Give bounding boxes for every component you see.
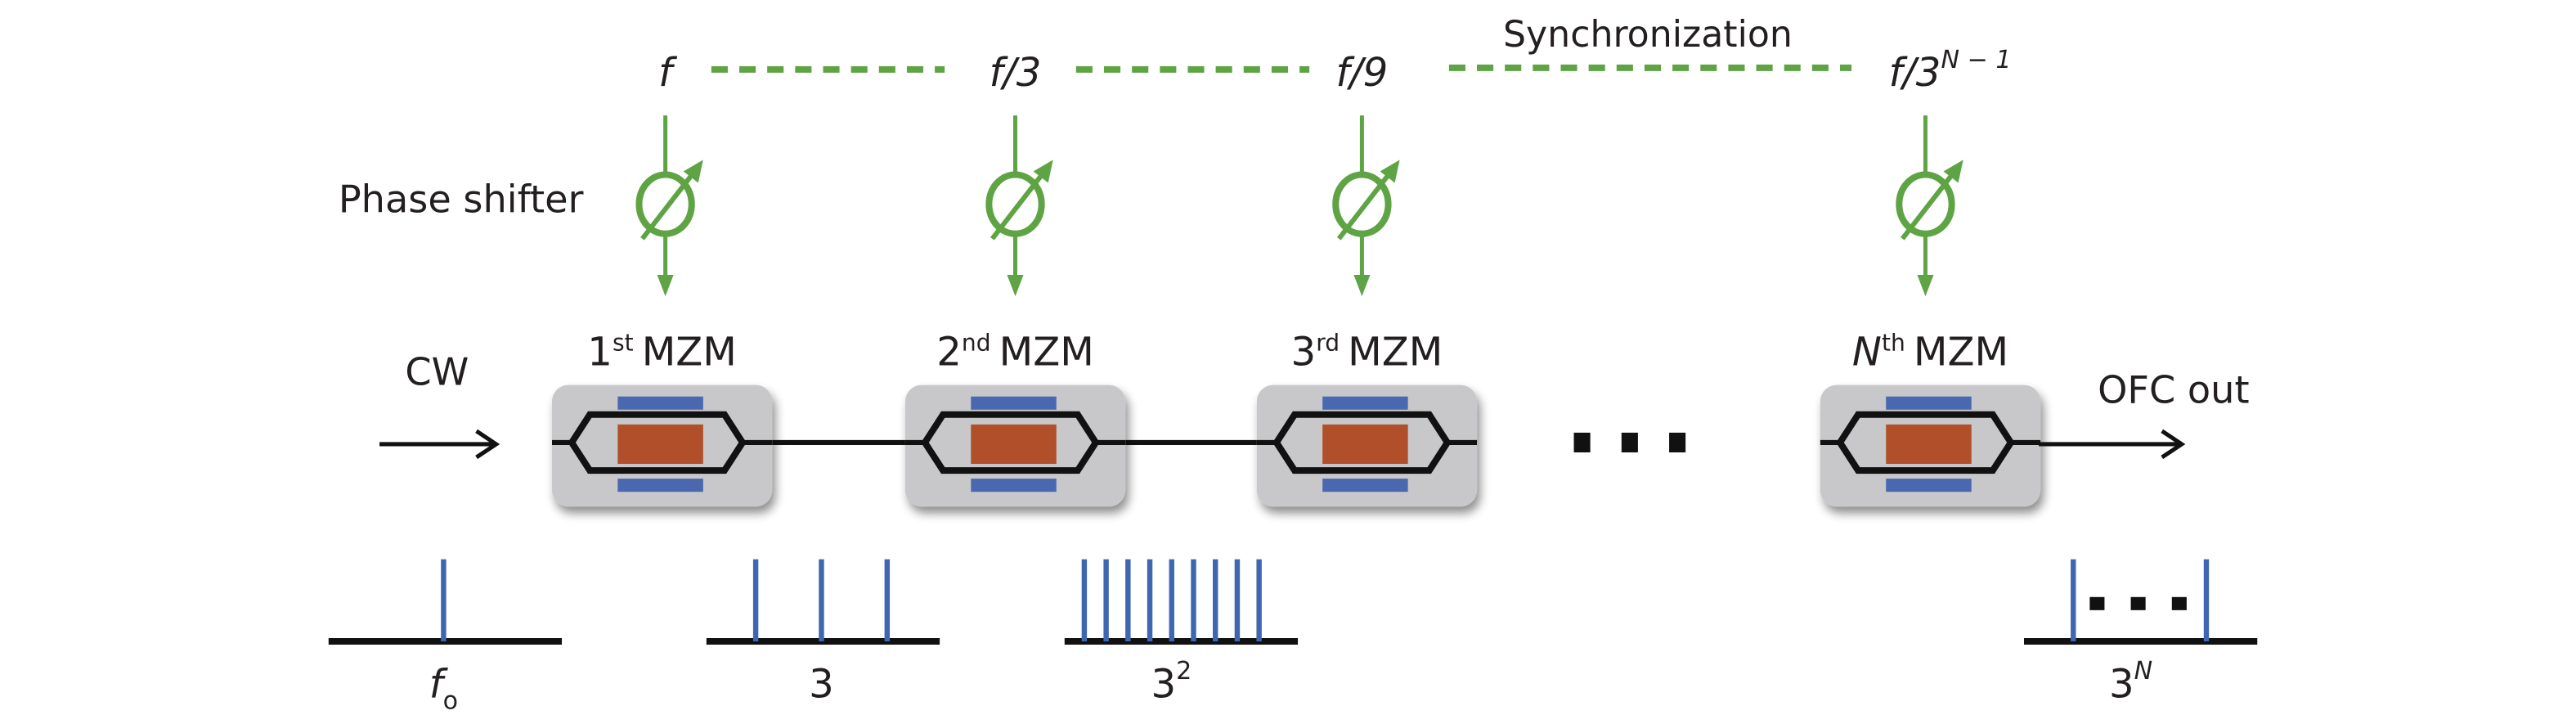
output-arrow-icon xyxy=(2039,429,2186,460)
frequency-label: f/3 xyxy=(990,50,1042,96)
frequency-base: f/3 xyxy=(1889,50,1941,96)
frequency-label: f/3N − 1 xyxy=(1889,46,2012,96)
dot xyxy=(2089,596,2105,610)
mzm-ordinal-suffix: th xyxy=(1882,329,1905,356)
electrode-bottom xyxy=(1886,479,1972,492)
phase-section xyxy=(617,424,703,465)
mzm-name: MZM xyxy=(1914,330,2008,375)
spectrum-label: fo xyxy=(429,661,458,715)
input-arrow-icon xyxy=(379,429,500,460)
mzm-labels: 1st MZM 2nd MZM 3rd MZM Nth MZM xyxy=(587,329,2008,375)
cw-input-label: CW xyxy=(405,350,469,394)
spectrum-label-base: 3 xyxy=(2109,661,2134,707)
synchronization-label: Synchronization xyxy=(1503,14,1793,56)
mzm-ordinal: N xyxy=(1852,330,1882,375)
mzm-modulator xyxy=(1820,384,2041,507)
frequency-label: f xyxy=(658,50,678,96)
dot xyxy=(1621,432,1638,452)
mzm-ordinal-suffix: rd xyxy=(1316,329,1340,356)
mzm-ordinal: 1 xyxy=(587,330,613,375)
phase-section xyxy=(1886,424,1972,465)
spectrum: 32 xyxy=(1064,559,1299,707)
spectrum: 3 xyxy=(706,559,940,707)
spectrum-label: 32 xyxy=(1151,657,1192,707)
frequency-label: f/9 xyxy=(1335,50,1388,96)
frequency-base: f xyxy=(658,50,678,96)
dot xyxy=(2171,596,2187,610)
mzm-label: 3rd MZM xyxy=(1291,329,1443,375)
mzm-name: MZM xyxy=(1348,330,1443,375)
frequency-exponent: N − 1 xyxy=(1941,46,2011,74)
mzm-ordinal: 2 xyxy=(936,330,962,375)
electrode-bottom xyxy=(617,479,703,492)
ellipsis-dots xyxy=(1573,432,1686,452)
ofc-out-label: OFC out xyxy=(2098,368,2249,412)
phase-shifter-icon xyxy=(1896,115,1963,297)
phase-shifter-icon xyxy=(985,115,1053,297)
mzm-label: 1st MZM xyxy=(587,329,737,375)
spectrum-label-base: 3 xyxy=(1151,661,1176,707)
dot xyxy=(2130,596,2146,610)
mzm-label: 2nd MZM xyxy=(936,329,1094,375)
spectrum-label: 3N xyxy=(2109,657,2152,707)
spectrum: fo xyxy=(328,559,563,715)
dot xyxy=(1669,432,1686,452)
mzm-ordinal: 3 xyxy=(1291,330,1317,375)
sync-dashes xyxy=(711,64,1852,73)
electrode-top xyxy=(1322,396,1408,410)
mzm-ordinal-suffix: nd xyxy=(962,329,991,356)
phase-shifter-icon xyxy=(1332,115,1400,297)
spectrum-label-exponent: 2 xyxy=(1176,657,1192,686)
phase-shifter-label: Phase shifter xyxy=(339,178,584,222)
mzm-modulator xyxy=(552,384,773,507)
spectrum: 3N xyxy=(2024,559,2258,707)
mzm-modulator xyxy=(904,384,1126,507)
spectrum-label-exponent: N xyxy=(2134,657,2153,686)
phase-section xyxy=(971,424,1057,465)
electrode-bottom xyxy=(971,479,1057,492)
phase-section xyxy=(1322,424,1408,465)
electrode-top xyxy=(971,396,1057,410)
spectrum-label: 3 xyxy=(809,661,834,707)
frequency-base: f/3 xyxy=(990,50,1042,96)
spectrum-label-subscript: o xyxy=(443,686,458,715)
mzm-modulators xyxy=(552,384,2041,507)
mzm-name: MZM xyxy=(999,330,1094,375)
frequency-base: f/9 xyxy=(1335,50,1388,96)
mzm-name: MZM xyxy=(642,330,737,375)
mzm-ordinal-suffix: st xyxy=(613,329,634,356)
dot xyxy=(1573,432,1591,452)
phase-shifter-icon xyxy=(635,115,703,297)
electrode-top xyxy=(1886,396,1972,410)
spectrum-label-base: 3 xyxy=(809,661,834,707)
phase-shifters xyxy=(635,115,1963,297)
electrode-bottom xyxy=(1322,479,1408,492)
electrode-top xyxy=(617,396,703,410)
mzm-label: Nth MZM xyxy=(1852,329,2008,375)
mzm-modulator xyxy=(1256,384,1478,507)
